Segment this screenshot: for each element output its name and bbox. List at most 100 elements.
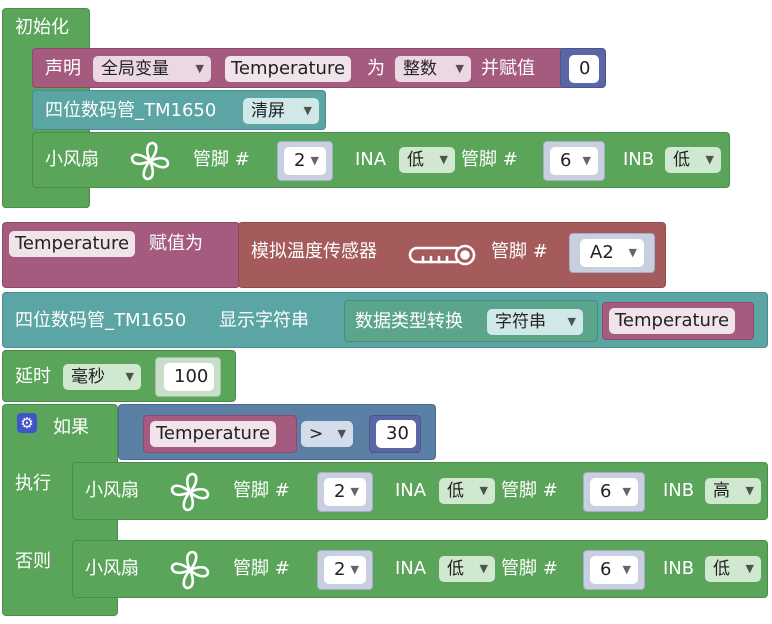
show-var-block[interactable]: Temperature <box>602 302 754 340</box>
assign-block[interactable]: Temperature 赋值为 <box>2 222 240 288</box>
compare-var-text: Temperature <box>156 423 271 444</box>
temp-sensor-block[interactable]: 模拟温度传感器 管脚 # A2 ▼ <box>238 222 666 288</box>
fan-else-pin-label: 管脚 # <box>233 558 290 579</box>
pin2-value: 6 <box>560 150 572 171</box>
pin2-dropdown[interactable]: 6▼ <box>550 147 598 175</box>
scope-dropdown[interactable]: 全局变量 ▼ <box>93 56 211 82</box>
dropdown-arrow-icon: ▼ <box>455 62 464 75</box>
show-action-label: 显示字符串 <box>219 310 309 331</box>
value-block[interactable]: 0 <box>560 48 606 88</box>
inb-label: INB <box>623 149 655 170</box>
sensor-pin-slot: A2 ▼ <box>569 233 655 273</box>
declare-label: 声明 <box>45 58 81 79</box>
dropdown-arrow-icon: ▼ <box>628 246 637 259</box>
declare-block[interactable]: 声明 全局变量 ▼ Temperature 为 整数 ▼ 并赋值 <box>32 48 566 88</box>
show-var-field[interactable]: Temperature <box>609 308 736 334</box>
fan-else-ina-label: INA <box>395 558 427 579</box>
dropdown-arrow-icon: ▼ <box>350 563 359 576</box>
dropdown-arrow-icon: ▼ <box>195 62 204 75</box>
fan-then-pin-dropdown[interactable]: 2▼ <box>324 478 366 506</box>
fan-else-pin2-label: 管脚 # <box>501 558 558 579</box>
assign-label: 并赋值 <box>481 58 535 79</box>
operator-dropdown[interactable]: >▼ <box>301 421 353 447</box>
sensor-pin-label: 管脚 # <box>491 241 548 262</box>
fan-then-ina-dropdown[interactable]: 低▼ <box>439 478 495 504</box>
fan-else-inb-label: INB <box>663 558 695 579</box>
clear-action-dropdown[interactable]: 清屏▼ <box>243 98 319 124</box>
dropdown-arrow-icon: ▼ <box>567 315 576 328</box>
operator-value: > <box>309 424 324 444</box>
sensor-label: 模拟温度传感器 <box>251 241 377 262</box>
fan-then-block[interactable]: 小风扇 管脚 # 2▼ INA 低▼ 管脚 # 6▼ INB 高▼ <box>72 462 768 520</box>
fan-else-pin-value: 2 <box>334 559 346 580</box>
pin-value: 2 <box>294 150 306 171</box>
dropdown-arrow-icon: ▼ <box>310 154 319 167</box>
fan-then-inb-dropdown[interactable]: 高▼ <box>705 478 761 504</box>
tm1650-clear-block[interactable]: 四位数码管_TM1650 清屏▼ <box>32 90 326 130</box>
convert-type-dropdown[interactable]: 字符串 ▼ <box>487 309 583 335</box>
ina-dropdown[interactable]: 低▼ <box>399 147 455 173</box>
fan-else-label: 小风扇 <box>85 558 139 579</box>
then-label: 执行 <box>15 473 51 494</box>
fan-then-pin2-value: 6 <box>600 481 612 502</box>
type-value: 整数 <box>403 59 437 79</box>
delay-block[interactable]: 延时 毫秒▼ 100 <box>2 350 236 402</box>
ina-label: INA <box>355 149 387 170</box>
fan-then-pin2-label: 管脚 # <box>501 480 558 501</box>
init-label: 初始化 <box>15 17 69 38</box>
declare-value-field[interactable]: 0 <box>569 55 599 83</box>
dropdown-arrow-icon: ▼ <box>303 104 312 117</box>
sensor-pin-value: A2 <box>590 242 614 263</box>
compare-var-field[interactable]: Temperature <box>150 421 277 447</box>
scope-value: 全局变量 <box>101 59 169 79</box>
fan-icon <box>170 550 210 590</box>
fan-else-pin2-dropdown[interactable]: 6▼ <box>590 556 638 584</box>
compare-var-block[interactable]: Temperature <box>143 415 297 453</box>
fan-then-pin-label: 管脚 # <box>233 480 290 501</box>
fan-else-block[interactable]: 小风扇 管脚 # 2▼ INA 低▼ 管脚 # 6▼ INB 低▼ <box>72 540 768 598</box>
dropdown-arrow-icon: ▼ <box>350 485 359 498</box>
compare-block[interactable]: Temperature >▼ 30 <box>118 404 436 460</box>
fan-else-inb-dropdown[interactable]: 低▼ <box>705 556 761 582</box>
pin-label: 管脚 # <box>193 149 250 170</box>
dropdown-arrow-icon: ▼ <box>745 562 754 575</box>
delay-unit-dropdown[interactable]: 毫秒▼ <box>63 364 141 390</box>
delay-value-text: 100 <box>174 366 209 387</box>
as-label: 为 <box>367 58 385 79</box>
fan-else-ina-dropdown[interactable]: 低▼ <box>439 556 495 582</box>
var-name-field[interactable]: Temperature <box>225 56 352 82</box>
pin2-label: 管脚 # <box>461 149 518 170</box>
convert-type-value: 字符串 <box>495 312 546 332</box>
delay-value-field[interactable]: 100 <box>164 363 214 391</box>
fan-then-pin-slot: 2▼ <box>317 472 373 512</box>
dropdown-arrow-icon: ▼ <box>337 427 346 440</box>
var-name-text: Temperature <box>231 58 346 79</box>
fan-else-ina-value: 低 <box>447 559 464 579</box>
convert-label: 数据类型转换 <box>355 311 463 332</box>
fan-icon <box>170 472 210 512</box>
if-label: 如果 <box>53 417 89 438</box>
fan-else-pin-dropdown[interactable]: 2▼ <box>324 556 366 584</box>
pin2-slot: 6▼ <box>543 141 605 181</box>
fan-else-pin2-slot: 6▼ <box>583 550 645 590</box>
fan-then-pin2-slot: 6▼ <box>583 472 645 512</box>
compare-value-text: 30 <box>386 423 409 444</box>
dropdown-arrow-icon: ▼ <box>479 562 488 575</box>
fan-init-block[interactable]: 小风扇 管脚 # 2▼ INA 低▼ 管脚 # 6▼ INB 低▼ <box>32 132 730 188</box>
tm1650-show-label: 四位数码管_TM1650 <box>15 310 187 331</box>
assign-var-field[interactable]: Temperature <box>9 231 136 257</box>
convert-block[interactable]: 数据类型转换 字符串 ▼ <box>344 300 598 342</box>
declare-value-text: 0 <box>579 58 591 79</box>
compare-value-field[interactable]: 30 <box>376 420 416 448</box>
dropdown-arrow-icon: ▼ <box>439 153 448 166</box>
type-dropdown[interactable]: 整数 ▼ <box>395 56 471 82</box>
inb-dropdown[interactable]: 低▼ <box>665 147 721 173</box>
show-var-text: Temperature <box>615 310 730 331</box>
pin-dropdown[interactable]: 2▼ <box>284 147 326 175</box>
sensor-pin-dropdown[interactable]: A2 ▼ <box>580 239 644 267</box>
gear-icon[interactable]: ⚙ <box>17 413 37 433</box>
assign-var-text: Temperature <box>15 233 130 254</box>
fan-then-pin2-dropdown[interactable]: 6▼ <box>590 478 638 506</box>
dropdown-arrow-icon: ▼ <box>582 154 591 167</box>
compare-value-block[interactable]: 30 <box>369 415 421 453</box>
